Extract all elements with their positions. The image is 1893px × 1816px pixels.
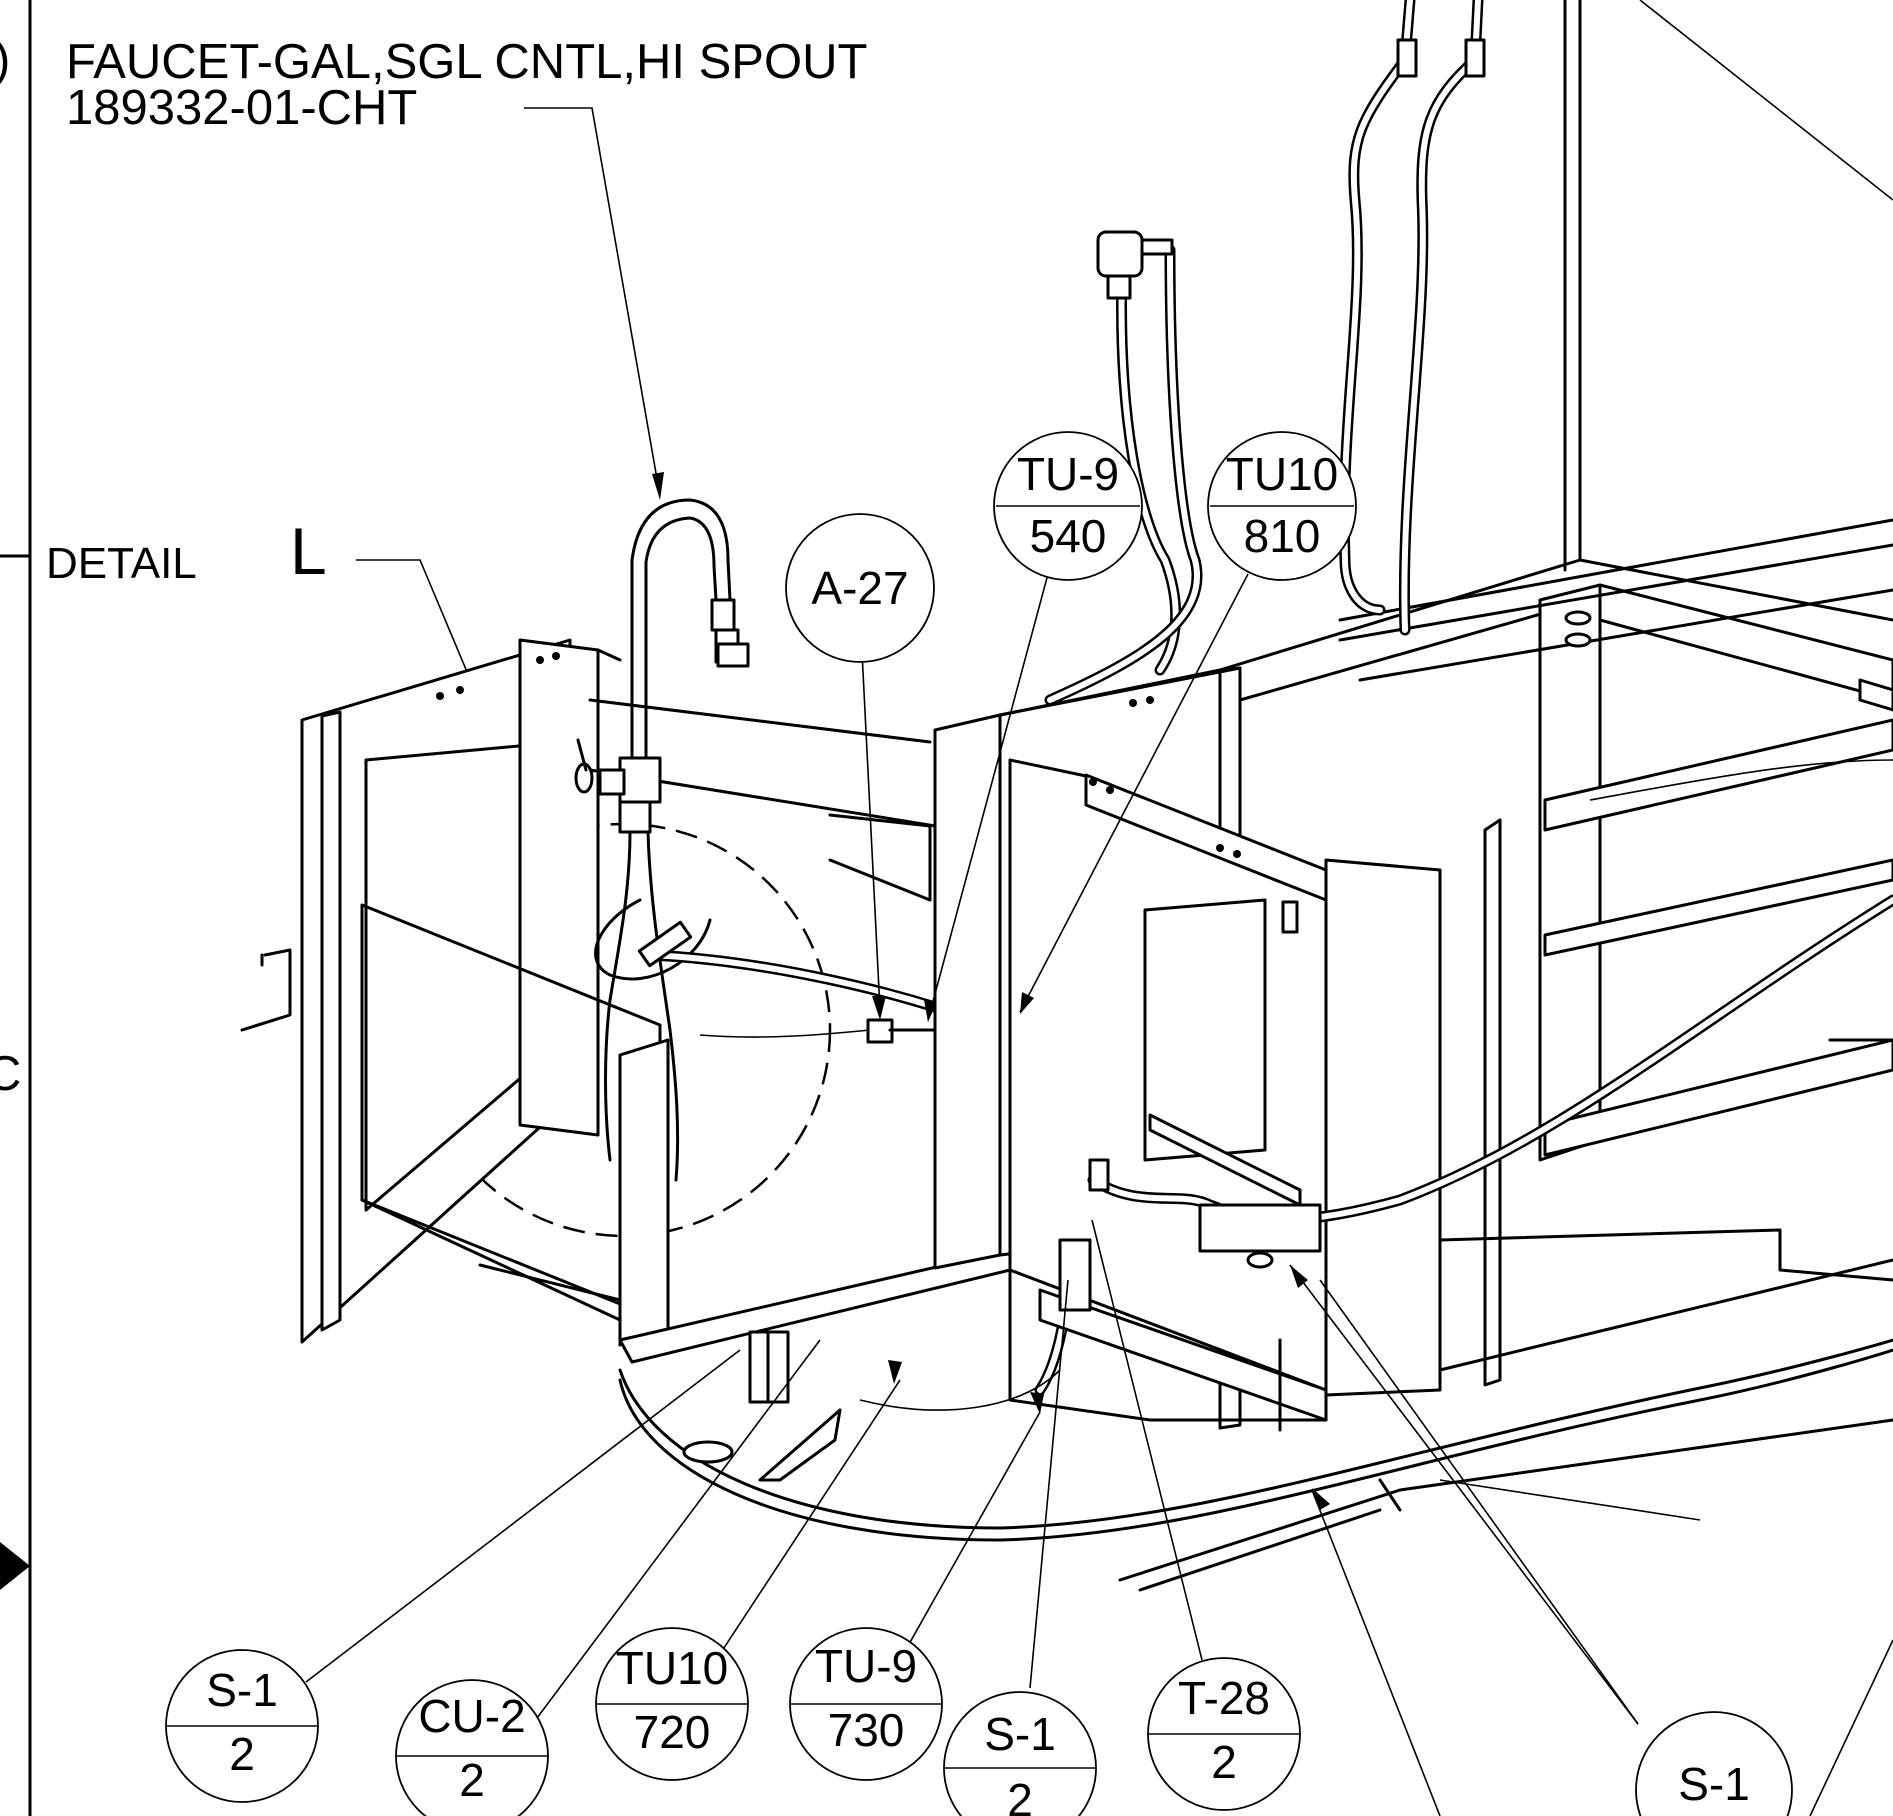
part-description: FAUCET-GAL,SGL CNTL,HI SPOUT [66,35,867,89]
edge-mark-top: ) [0,33,10,87]
svg-text:2: 2 [459,1754,485,1806]
svg-text:CU-2: CU-2 [418,1690,525,1742]
center-cabinet [933,666,1328,1432]
callout-cu2: CU-2 2 [395,1679,549,1816]
svg-text:730: 730 [828,1704,905,1756]
svg-text:S-1: S-1 [1678,1758,1750,1810]
svg-text:720: 720 [634,1706,711,1758]
svg-text:TU-9: TU-9 [815,1640,917,1692]
detail-letter: L [290,514,327,588]
callout-t28: T-28 2 [1147,1657,1301,1811]
svg-text:T-28: T-28 [1178,1672,1270,1724]
detail-label: DETAIL [46,539,197,588]
drain-loop [618,1338,1893,1592]
drawing-border [0,0,32,1816]
left-cabinet [240,638,1012,1364]
callout-leaders [305,573,1893,1816]
svg-text:810: 810 [1244,510,1321,562]
callout-s1-c: S-1 [1635,1711,1793,1816]
svg-text:540: 540 [1030,510,1107,562]
svg-text:2: 2 [1007,1774,1033,1816]
callout-s1-b: S-1 2 [943,1691,1097,1816]
right-frame [1218,0,1893,1397]
faucet [574,498,750,834]
part-leader [524,107,664,500]
svg-text:S-1: S-1 [206,1664,278,1716]
zone-letter: C [0,1047,21,1101]
svg-text:TU-9: TU-9 [1017,448,1119,500]
svg-text:2: 2 [1211,1736,1237,1788]
callout-s1-a: S-1 2 [165,1649,319,1803]
svg-text:2: 2 [229,1728,255,1780]
callout-tu9-730: TU-9 730 [789,1627,943,1781]
callout-tu9-540: TU-9 540 [993,431,1143,581]
svg-text:TU10: TU10 [1226,448,1338,500]
part-number: 189332-01-CHT [66,81,417,135]
fittings [748,1158,1322,1404]
callout-a27: A-27 [785,513,935,663]
callout-tu10-810: TU10 810 [1207,431,1357,581]
svg-text:S-1: S-1 [984,1708,1056,1760]
upper-hoses [1044,0,1893,1225]
svg-text:TU10: TU10 [616,1642,728,1694]
svg-text:A-27: A-27 [811,562,908,614]
callout-tu10-720: TU10 720 [595,1627,749,1781]
